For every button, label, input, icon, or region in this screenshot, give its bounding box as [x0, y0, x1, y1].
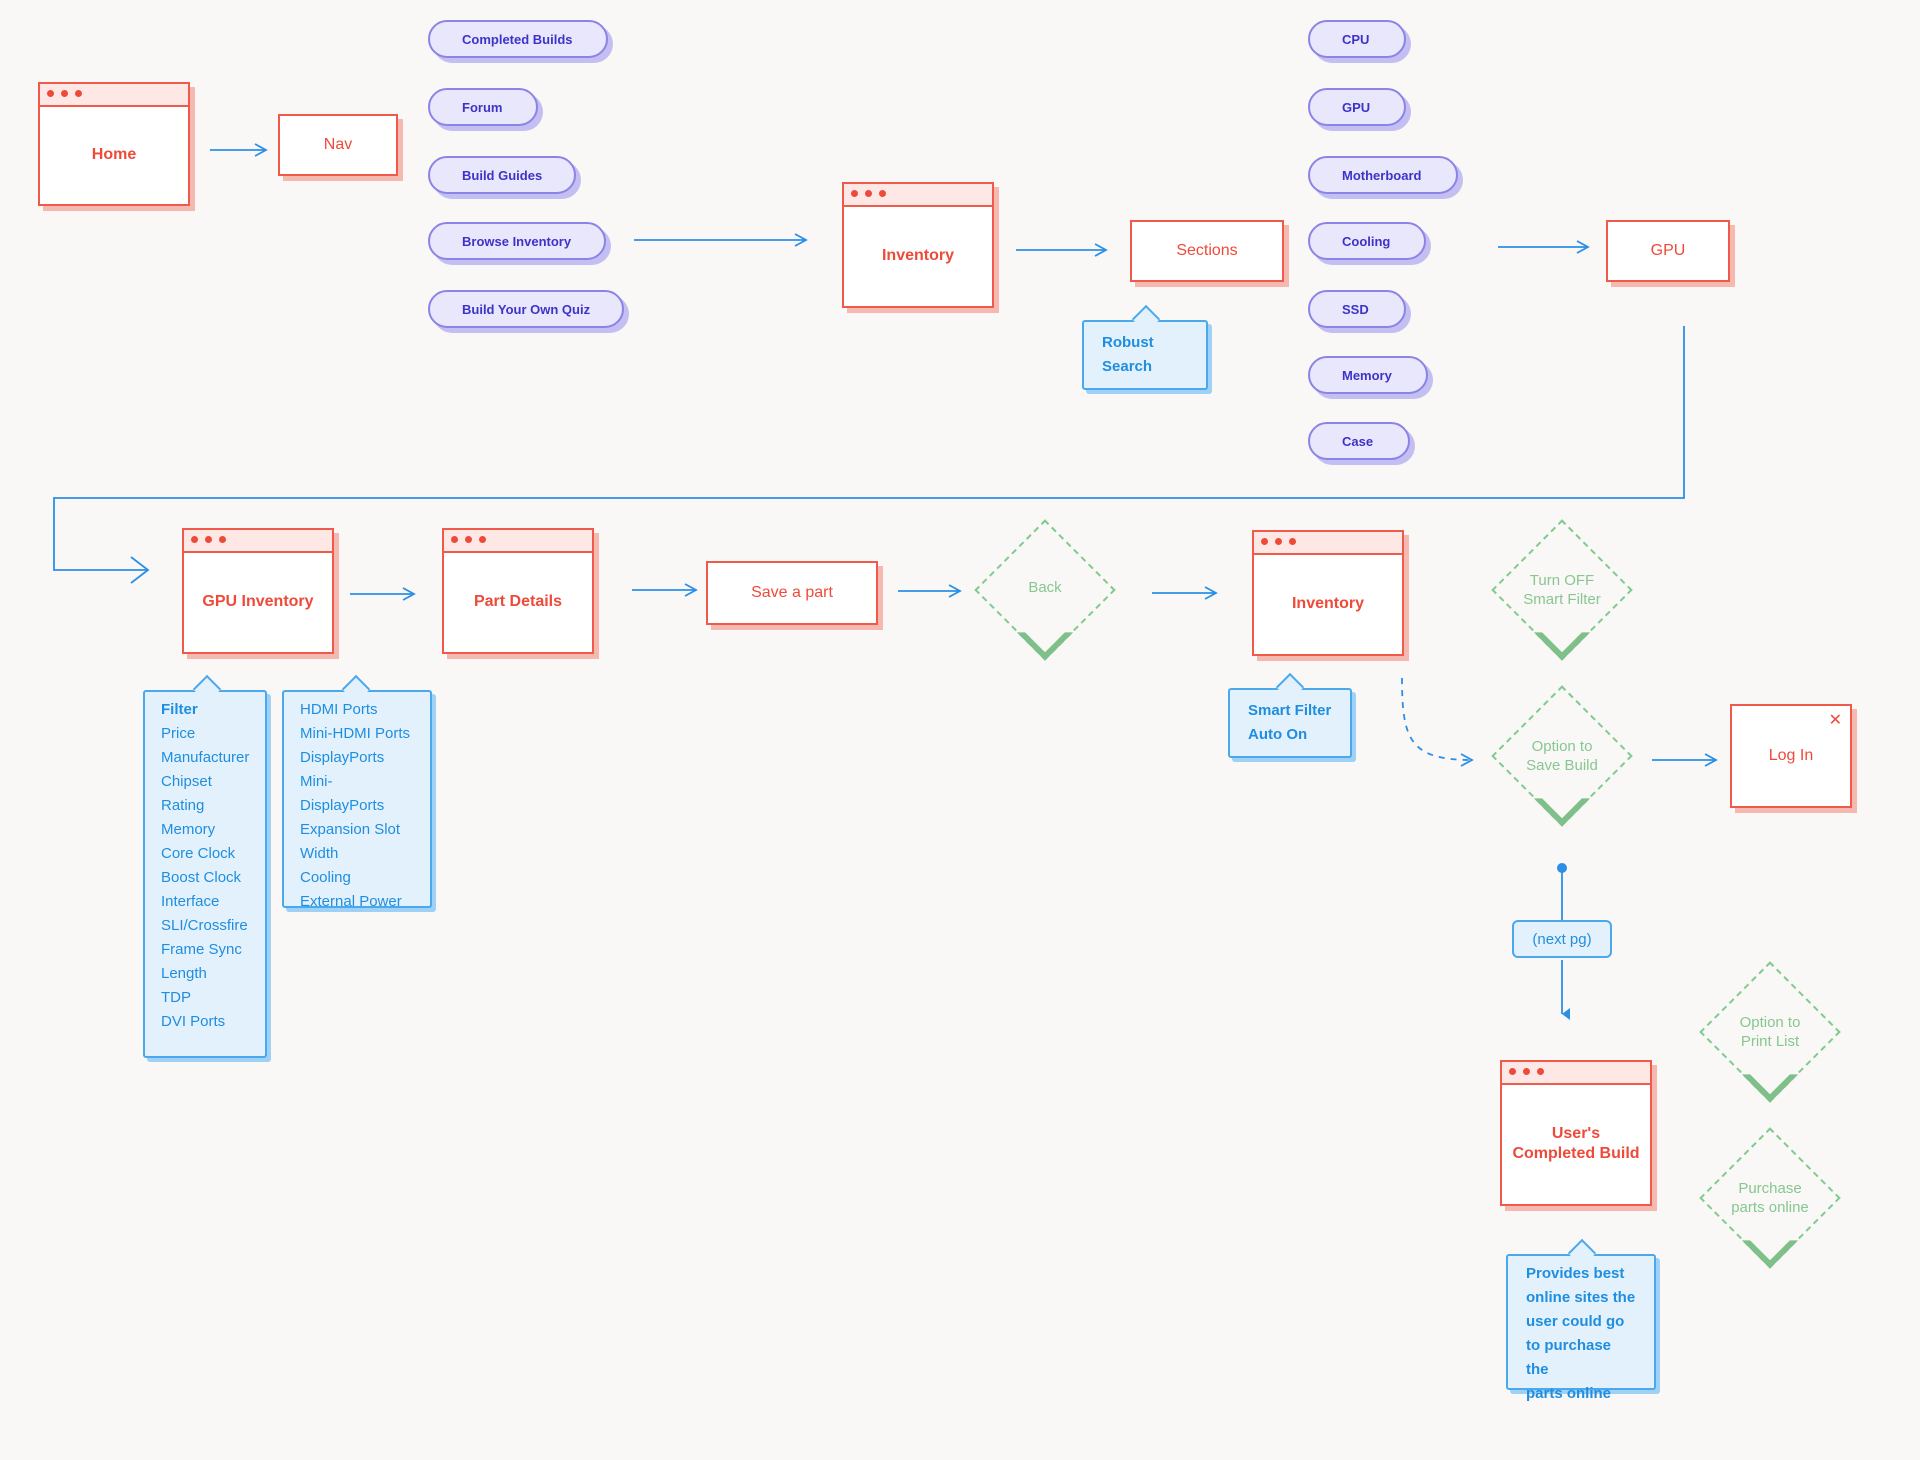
decision-print-list[interactable]: Option to Print List [1698, 960, 1842, 1104]
filter-item: Chipset [161, 773, 212, 790]
filter-item: Mini-DisplayPorts [300, 773, 385, 814]
filter-item: External Power [300, 893, 402, 910]
decision-save-build[interactable]: Option to Save Build [1490, 684, 1634, 828]
window-bar [40, 84, 188, 107]
window-bar [444, 530, 592, 553]
page-inventory-top-label: Inventory [881, 246, 954, 264]
note-line: online sites the [1526, 1289, 1636, 1306]
page-users-completed-build[interactable]: User's Completed Build [1500, 1060, 1652, 1206]
note-line: user could go [1526, 1313, 1625, 1330]
nav-item-build-quiz[interactable]: Build Your Own Quiz [428, 290, 624, 328]
note-line: Smart Filter [1248, 702, 1332, 719]
note-line: Search [1102, 358, 1153, 375]
filter-title: Filter [161, 701, 198, 718]
note-filter-ports: HDMI Ports Mini-HDMI Ports DisplayPorts … [282, 674, 432, 910]
note-filter: Filter Price Manufacturer Chipset Rating… [143, 674, 267, 1058]
note-line: Provides best [1526, 1265, 1625, 1282]
filter-item: Memory [161, 821, 216, 838]
page-users-completed-build-label: User's Completed Build [1512, 1124, 1640, 1162]
note-robust-search: Robust Search [1082, 304, 1208, 390]
filter-item: Expansion Slot [300, 821, 401, 838]
nav-item-forum[interactable]: Forum [428, 88, 538, 126]
nav-item-build-guides[interactable]: Build Guides [428, 156, 576, 194]
window-bar [844, 184, 992, 207]
filter-item: Core Clock [161, 845, 236, 862]
filter-item: Boost Clock [161, 869, 242, 886]
section-item-gpu[interactable]: GPU [1308, 88, 1406, 126]
section-item-case[interactable]: Case [1308, 422, 1410, 460]
page-home-label: Home [91, 145, 137, 163]
box-log-in-label: Log In [1768, 747, 1814, 764]
page-gpu-inventory-label: GPU Inventory [202, 592, 314, 610]
note-line: to purchase the [1526, 1337, 1612, 1378]
box-nav[interactable]: Nav [278, 114, 398, 176]
section-item-cpu[interactable]: CPU [1308, 20, 1406, 58]
page-home[interactable]: Home [38, 82, 190, 206]
page-part-details[interactable]: Part Details [442, 528, 594, 654]
section-item-ssd[interactable]: SSD [1308, 290, 1406, 328]
arrow-gpu-gpu-inventory [53, 326, 1685, 584]
page-inventory-top[interactable]: Inventory [842, 182, 994, 308]
filter-item: Rating [161, 797, 205, 814]
note-line: Auto On [1248, 726, 1308, 743]
page-inventory-bottom-label: Inventory [1291, 594, 1364, 612]
filter-item: DisplayPorts [300, 749, 385, 766]
filter-item: HDMI Ports [300, 701, 378, 718]
filter-item: Interface [161, 893, 220, 910]
decision-back[interactable]: Back [973, 518, 1117, 662]
note-smart-filter: Smart Filter Auto On [1228, 672, 1352, 758]
window-bar [184, 530, 332, 553]
next-page-chip[interactable]: (next pg) [1512, 920, 1612, 958]
filter-item: Cooling [300, 869, 351, 886]
filter-item: Manufacturer [161, 749, 250, 766]
filter-item: Price [161, 725, 196, 742]
section-item-motherboard[interactable]: Motherboard [1308, 156, 1458, 194]
arrow-inventory-savebuild [1401, 677, 1474, 767]
box-sections[interactable]: Sections [1130, 220, 1284, 282]
filter-item: Length [161, 965, 207, 982]
window-bar [1254, 532, 1402, 555]
note-line: Robust [1102, 334, 1154, 351]
filter-item: DVI Ports [161, 1013, 226, 1030]
nav-item-completed-builds[interactable]: Completed Builds [428, 20, 608, 58]
filter-item: Mini-HDMI Ports [300, 725, 411, 742]
nav-item-browse-inventory[interactable]: Browse Inventory [428, 222, 606, 260]
page-inventory-bottom[interactable]: Inventory [1252, 530, 1404, 656]
page-gpu-inventory[interactable]: GPU Inventory [182, 528, 334, 654]
note-purchase-info: Provides best online sites the user coul… [1506, 1238, 1656, 1402]
section-item-memory[interactable]: Memory [1308, 356, 1428, 394]
decision-save-build-label: Option to Save Build [1526, 738, 1598, 774]
decision-purchase-online-label: Purchase parts online [1731, 1180, 1809, 1216]
decision-back-label: Back [1028, 578, 1062, 596]
decision-print-list-label: Option to Print List [1739, 1014, 1801, 1050]
filter-item: Frame Sync [161, 941, 242, 958]
page-part-details-label: Part Details [473, 592, 563, 610]
window-bar [1502, 1062, 1650, 1085]
filter-item: Width [300, 845, 339, 862]
note-line: parts online [1526, 1385, 1612, 1402]
decision-turn-off-smart-filter[interactable]: Turn OFF Smart Filter [1490, 518, 1634, 662]
close-icon[interactable]: ✕ [1828, 712, 1842, 729]
filter-item: TDP [161, 989, 191, 1006]
decision-turn-off-smart-filter-label: Turn OFF Smart Filter [1523, 572, 1601, 608]
box-gpu[interactable]: GPU [1606, 220, 1730, 282]
next-page-origin-dot [1557, 863, 1567, 873]
box-log-in[interactable]: Log In ✕ [1730, 704, 1852, 808]
filter-item: SLI/Crossfire [161, 917, 248, 934]
box-save-part[interactable]: Save a part [706, 561, 878, 625]
section-item-cooling[interactable]: Cooling [1308, 222, 1426, 260]
decision-purchase-online[interactable]: Purchase parts online [1698, 1126, 1842, 1270]
